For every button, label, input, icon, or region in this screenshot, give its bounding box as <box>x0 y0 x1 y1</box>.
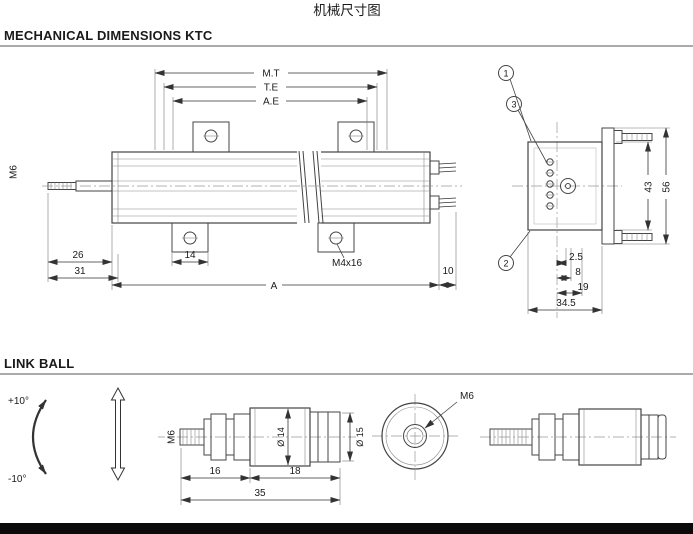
link-ball-side-view-right <box>480 408 676 466</box>
callout-1: 1 <box>498 65 532 142</box>
bottom-dimensions: 26 31 14 A 10 M4x16 <box>47 193 457 292</box>
callout-2: 2 <box>498 230 531 271</box>
terminal-block-bottom <box>429 195 457 210</box>
dim-label-14: 14 <box>184 250 196 261</box>
transducer-side-view: M6 <box>9 121 462 253</box>
mounting-plate <box>601 127 615 245</box>
link-ball-header-group: LINK BALL <box>0 356 693 375</box>
callout-3: 3 <box>506 96 548 164</box>
dim-label-18: 18 <box>289 466 301 477</box>
callout-2-number: 2 <box>503 259 508 269</box>
link-ball-front-view: M6 <box>372 391 474 480</box>
dim-label-2-5: 2.5 <box>569 252 583 263</box>
footer-bar <box>0 523 693 534</box>
ball-outer-ring <box>381 402 449 470</box>
transducer-end-view: 43 56 2.5 8 19 34.5 1 3 2 <box>498 65 673 318</box>
section-header-mechanical: MECHANICAL DIMENSIONS KTC <box>4 28 213 43</box>
swing-arc-arrow <box>31 399 47 475</box>
dim-label-ae: A.E <box>263 97 279 108</box>
vertical-double-arrow <box>110 386 126 482</box>
dim-label-mt: M.T <box>262 69 279 80</box>
dim-label-56: 56 <box>662 181 673 193</box>
break-lines <box>298 150 324 224</box>
hole-thread-label: M6 <box>460 391 474 402</box>
dim-label-35: 35 <box>254 488 266 499</box>
dim-label-34-5: 34.5 <box>556 298 576 309</box>
threaded-stud-right <box>489 428 533 446</box>
terminal-block-top <box>429 160 457 175</box>
mounting-bolt-top <box>613 130 653 144</box>
dim-label-16: 16 <box>209 466 221 477</box>
dim-label-te: T.E <box>264 83 279 94</box>
angle-plus-label: +10° <box>8 396 29 407</box>
dim-label-31: 31 <box>74 266 86 277</box>
page-header: 机械尺寸图 MECHANICAL DIMENSIONS KTC <box>0 3 693 47</box>
swing-angle-indicator: +10° -10° <box>8 386 126 485</box>
callout-1-number: 1 <box>503 69 508 79</box>
dim-label-19: 19 <box>577 282 589 293</box>
link-ball-side-view: M6 Ø 14 Ø 15 <box>158 407 365 505</box>
ball-bore <box>403 424 427 448</box>
bottom-mounting-lug-right <box>317 222 355 253</box>
shaft-hole-face <box>560 178 576 194</box>
ball-housing-right <box>578 408 667 466</box>
bottom-mounting-lug-left <box>171 222 209 253</box>
top-dimensions: M.T T.E A.E <box>154 66 388 150</box>
transducer-body <box>111 151 431 224</box>
dim-label-43: 43 <box>644 181 655 193</box>
callout-3-number: 3 <box>511 100 516 110</box>
linkball-thread-label: M6 <box>167 430 178 444</box>
dim-label-8: 8 <box>575 267 581 278</box>
dia-14-label: Ø 14 <box>276 427 286 447</box>
dia-15-label: Ø 15 <box>355 427 365 447</box>
mounting-bolt-bottom <box>613 230 653 244</box>
screw-spec-label: M4x16 <box>332 258 362 269</box>
angle-minus-label: -10° <box>8 474 26 485</box>
section-header-linkball: LINK BALL <box>4 356 74 371</box>
dim-label-a: A <box>271 281 278 292</box>
dim-label-10: 10 <box>442 266 454 277</box>
top-mounting-lug-right <box>337 121 375 153</box>
terminal-pins-face <box>545 158 555 210</box>
top-mounting-lug-left <box>192 121 230 153</box>
break-gap <box>297 150 321 225</box>
rod-thread-label: M6 <box>9 165 20 179</box>
ball-housing <box>249 407 341 467</box>
dim-label-26: 26 <box>72 250 84 261</box>
page-title: 机械尺寸图 <box>313 3 381 18</box>
